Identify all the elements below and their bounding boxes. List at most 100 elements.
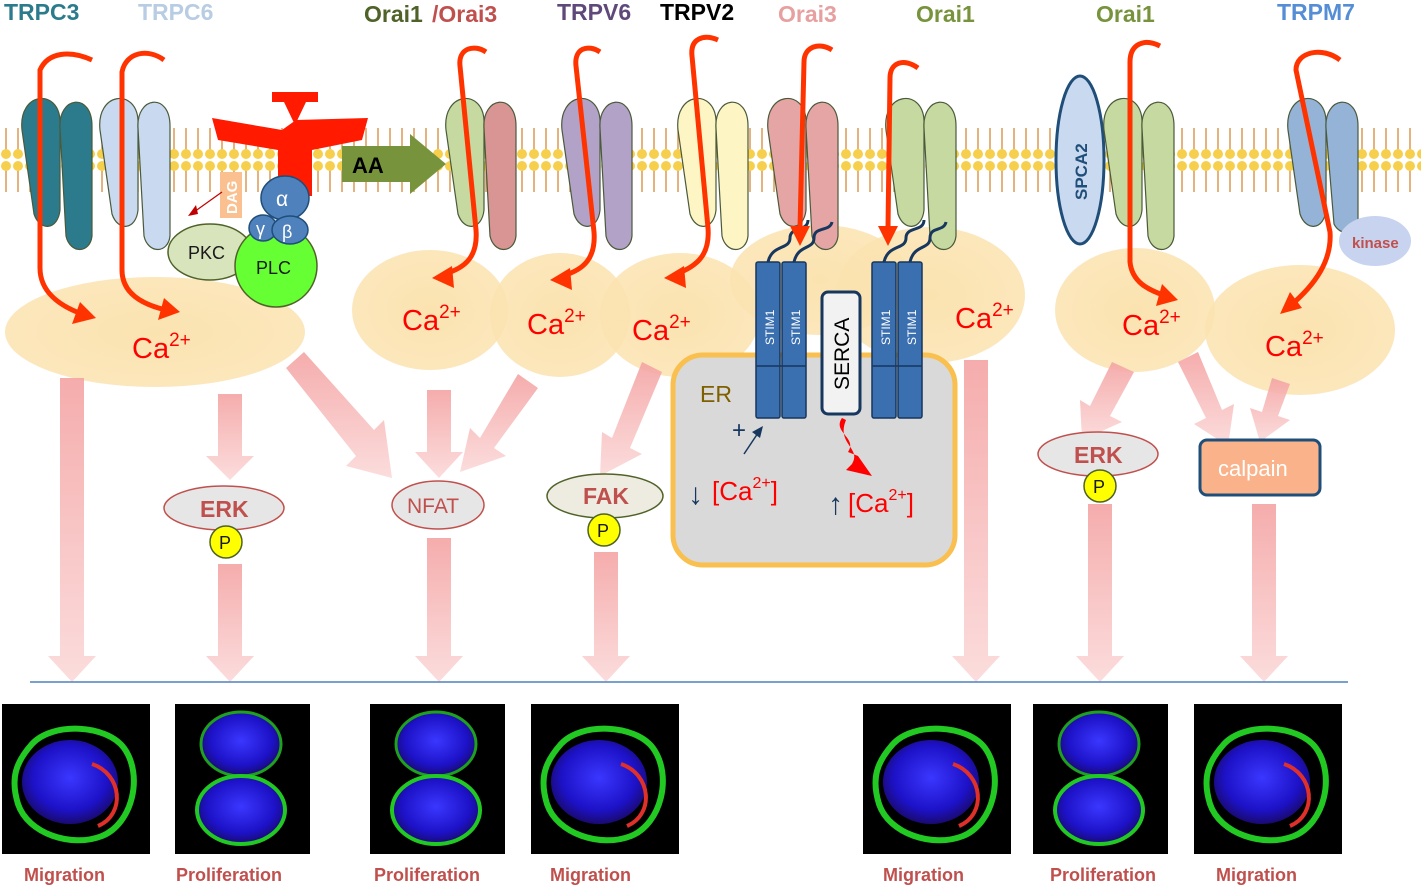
er-plus: + [732,417,746,444]
aa-label: AA [352,153,384,178]
phospho-badge-1 [209,525,243,559]
ligand-arrow [272,92,318,125]
channel-label-trpc6: TRPC6 [138,0,213,25]
influx-arrow-9 [1288,49,1342,308]
calcium-label-4: Ca2+ [632,312,691,347]
influx-arrow-1 [37,51,94,317]
influx-arrow-4 [561,45,602,279]
pathway-arrow-1 [48,378,96,682]
g-beta-label: β [282,222,292,242]
nfat-node [391,480,485,530]
er-down-arrow: ↓ [688,478,703,511]
micrographs [2,704,1342,854]
pkc-label: PKC [188,243,225,263]
micrograph-migration-3 [863,704,1011,854]
pathway-arrow-6 [460,374,538,472]
pathway-arrow-10 [952,360,1000,682]
channel-orai1-c [1103,97,1175,251]
plc-label: PLC [256,258,291,278]
calcium-cloud-3 [490,253,630,377]
channel-label-orai1-c: Orai1 [1096,1,1155,27]
er-up-arrow: ↑ [828,488,843,521]
outcome-label-6: Proliferation [1050,865,1156,885]
influx-arrow-5 [675,34,719,277]
receptor [212,118,368,196]
outcome-label-7: Migration [1216,865,1297,885]
channel-trpv6 [561,97,633,251]
stim1-label-1: STIM1 [763,309,777,345]
phospho-badge-3 [1083,469,1117,503]
channel-label-orai3-b: Orai3 [778,1,837,27]
calcium-labels: Ca2+ Ca2+ Ca2+ Ca2+ Ca2+ Ca2+ Ca2+ [132,300,1324,365]
pathway-arrow-4 [286,352,392,478]
channel-label-trpm7: TRPM7 [1277,0,1355,25]
pathway-arrow-11 [1080,362,1134,440]
erk-label-1: ERK [200,496,249,522]
influx-arrow-6 [797,43,834,229]
channel-label-orai1-b: Orai1 [916,1,975,27]
calcium-label-5: Ca2+ [955,300,1014,335]
calcium-influx-arrowheads [72,226,1302,324]
pathway-arrow-9 [582,552,630,682]
er-ca-low: [Ca2+] [712,475,778,506]
kinase-domain [1339,216,1411,266]
calcium-influx-arrows [37,34,1342,317]
channel-trpv2 [677,97,749,251]
stim1-label-4: STIM1 [905,309,919,345]
dag-box [220,172,242,218]
calcium-label-3: Ca2+ [527,306,586,341]
channel-orai3 [767,97,839,251]
phospho-label-2: P [597,521,609,541]
pathway-arrow-5 [415,390,463,478]
spca2-label: SPCA2 [1072,143,1091,200]
influx-arrow-2 [119,50,167,313]
pathway-arrow-12 [1178,352,1234,446]
micrograph-migration-1 [2,704,150,854]
calcium-cloud-6 [835,227,1025,363]
stim1-right [871,219,948,419]
pathway-arrow-8 [600,362,662,476]
dag-label: DAG [224,181,241,214]
influx-arrow-8 [1127,40,1167,299]
micrograph-proliferation-2 [370,704,505,854]
calcium-label-6: Ca2+ [1122,307,1181,342]
channel-orai1-b [885,97,957,251]
kinase-label: kinase [1352,235,1399,252]
calcium-cloud-8 [1205,265,1395,395]
pathway-arrow-7 [415,538,463,682]
er-label: ER [700,381,732,407]
outcome-label-3: Proliferation [374,865,480,885]
serca-label: SERCA [831,318,854,390]
pathway-arrow-2 [206,394,254,480]
calpain-node [1198,438,1322,497]
channel-trpm7: kinase [1287,97,1411,266]
calcium-label-2: Ca2+ [402,302,461,337]
channel-trpc6 [99,97,171,251]
phospho-badge-2 [587,513,621,547]
outcome-label-5: Migration [883,865,964,885]
channel-label-trpv6: TRPV6 [557,0,631,25]
outcome-label-1: Migration [24,865,105,885]
channel-orai1-orai3 [445,97,517,251]
spca2-pump: SPCA2 [1054,74,1106,246]
outcome-label-2: Proliferation [176,865,282,885]
fak-label: FAK [583,483,629,509]
erk-label-2: ERK [1074,442,1123,468]
pathway-arrow-13 [1250,378,1290,442]
micrograph-migration-2 [531,704,679,854]
downstream-arrows [48,352,1290,682]
channel-label-trpc3: TRPC3 [4,0,79,25]
outcome-labels: Migration Proliferation Proliferation Mi… [24,865,1297,885]
nfat-label: NFAT [407,495,459,518]
channel-label-trpv2: TRPV2 [660,0,734,25]
stim1-label-2: STIM1 [789,309,803,345]
calcium-label-1: Ca2+ [132,330,191,365]
stim1-label-3: STIM1 [879,309,893,345]
er-ca-high: [Ca2+] [848,487,914,518]
outcome-label-4: Migration [550,865,631,885]
gpcr-signaling: DAG PKC PLC α γ β AA [167,92,446,308]
calpain-label: calpain [1218,456,1288,481]
pathway-arrow-3 [206,564,254,682]
